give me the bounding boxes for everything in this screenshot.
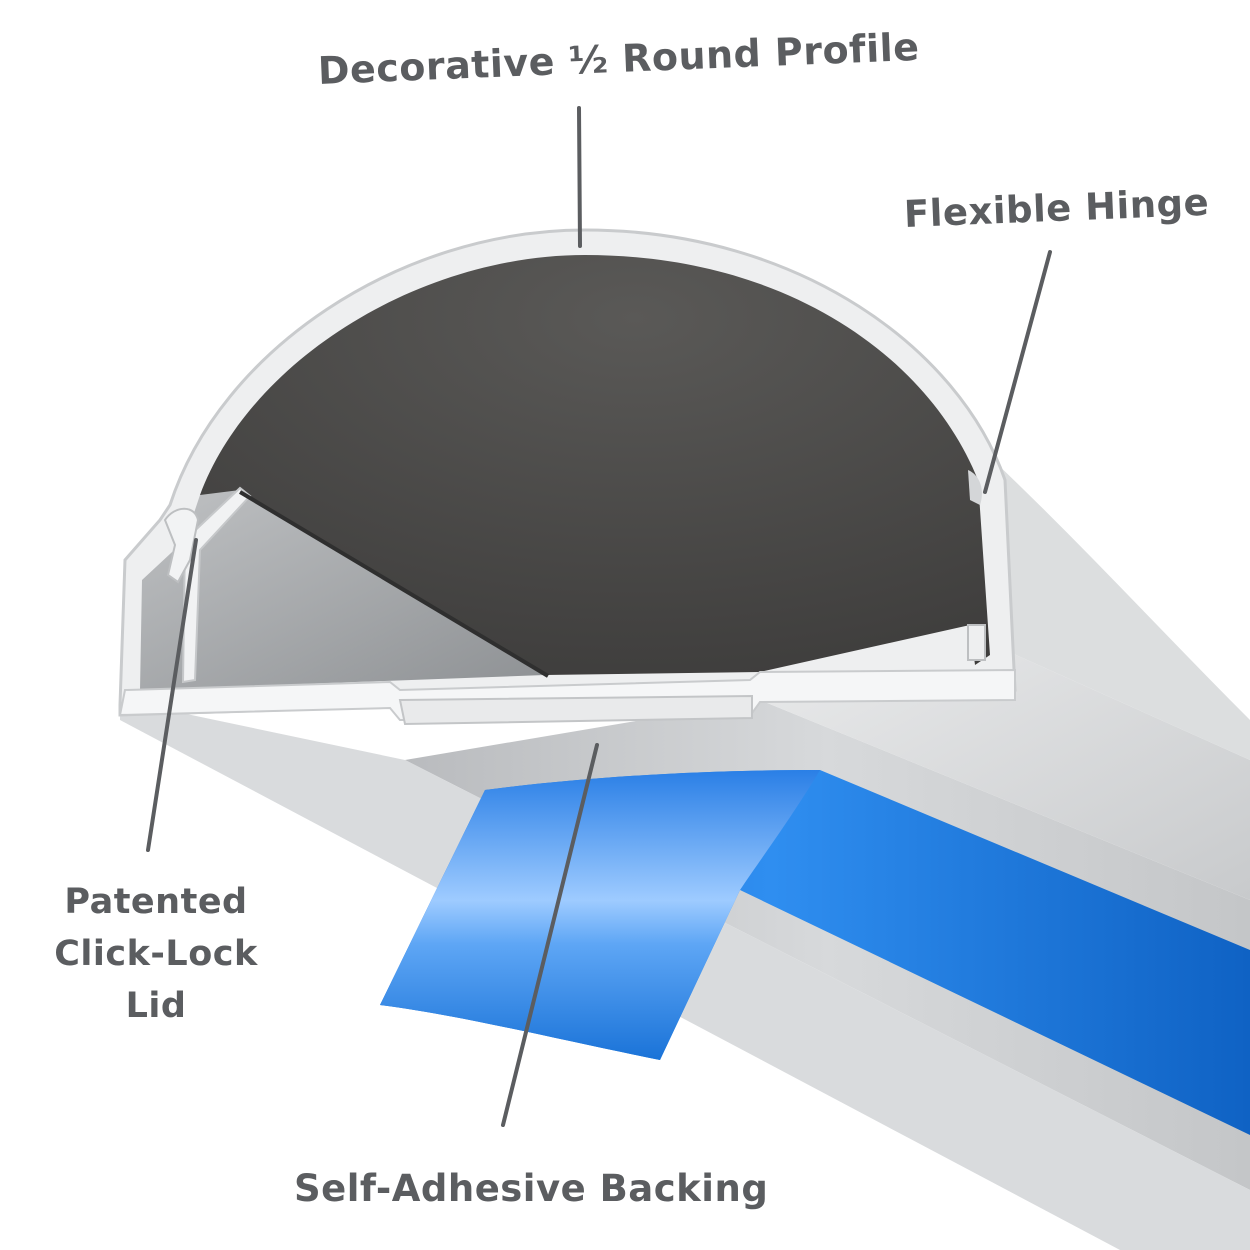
leader-line-backing [501,743,599,1127]
leader-line-hinge [983,250,1052,494]
callout-click-lock-line-2: Click-Lock [54,934,258,974]
leader-lines [146,106,1052,1127]
half-round-shell [118,228,1017,726]
callout-click-lock-line-3: Lid [125,986,187,1026]
leader-line-profile [577,106,582,248]
callout-click-lock-label: Patented Click-Lock Lid [40,876,272,1032]
callout-backing-label: Self-Adhesive Backing [294,1167,769,1210]
leader-line-lock [146,538,198,852]
adhesive-tape [380,770,1250,1135]
callout-click-lock-line-1: Patented [64,882,248,922]
